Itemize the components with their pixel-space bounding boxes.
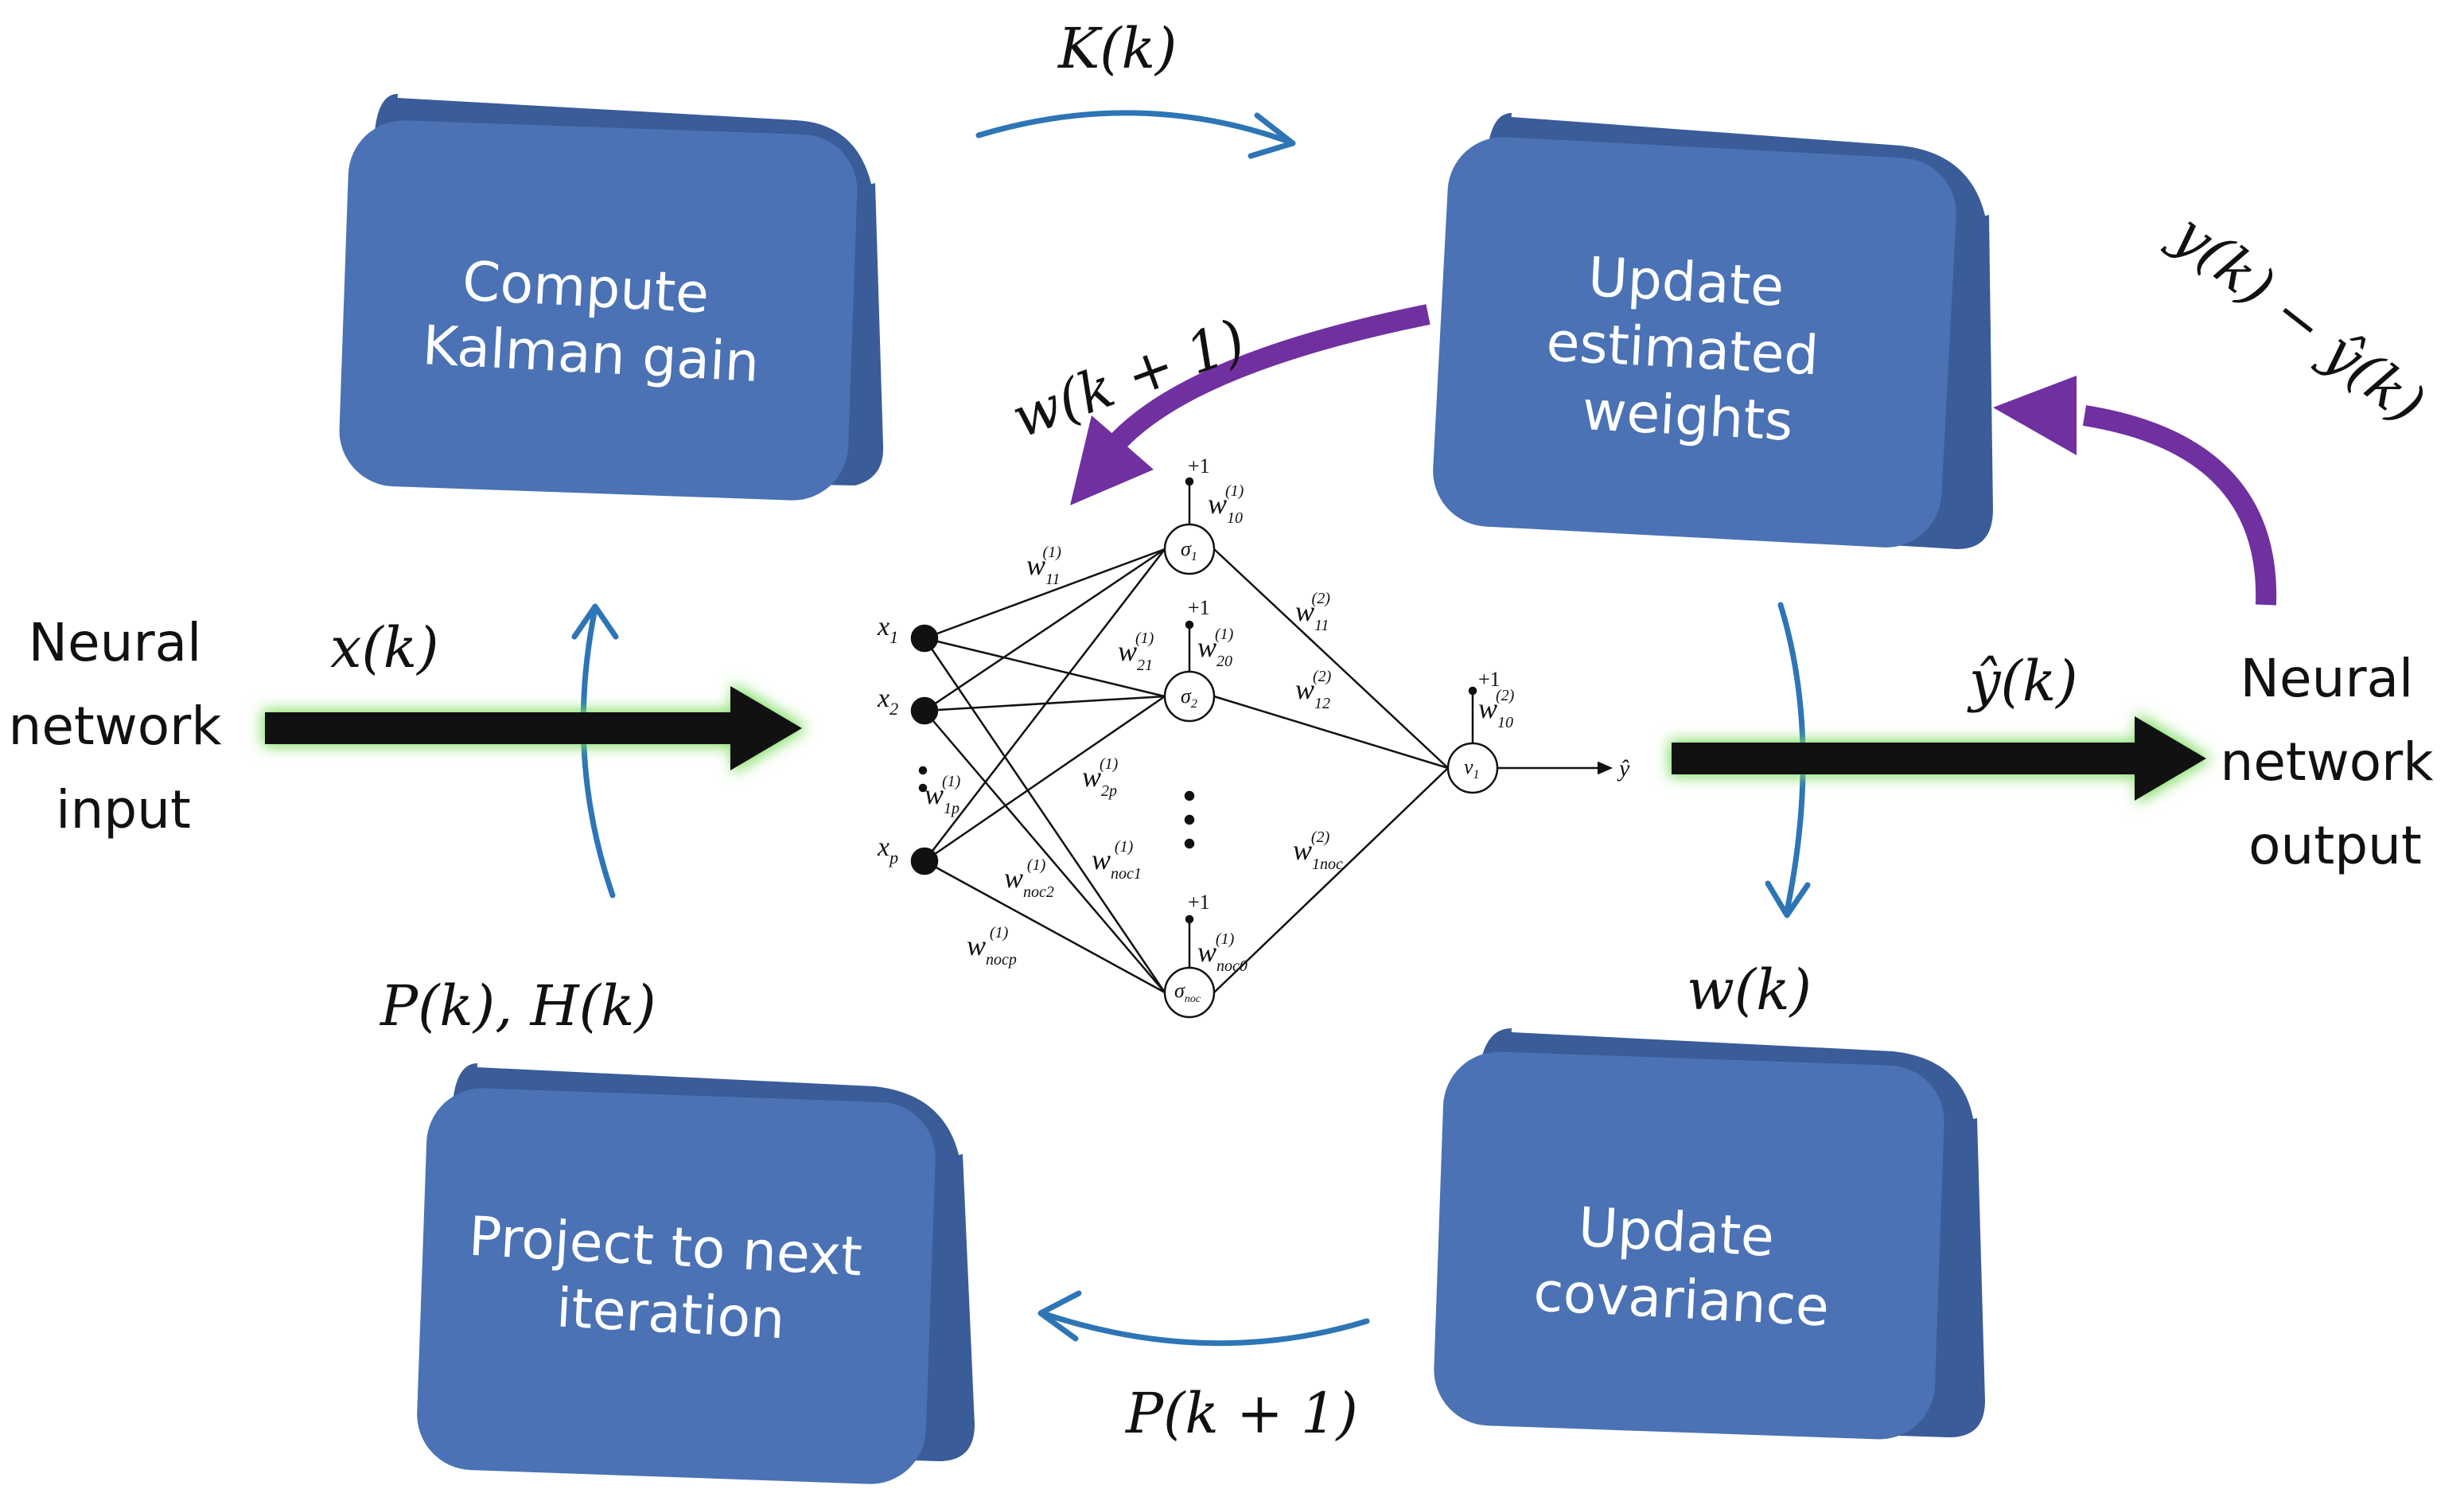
neural-network-schematic (910, 477, 1613, 1019)
hidden-node (1163, 670, 1216, 723)
svg-text:x2: x2 (877, 684, 898, 719)
box-text-line: iteration (555, 1277, 786, 1351)
arrowhead-error (1993, 376, 2077, 455)
arrowhead-p-next (1037, 1290, 1082, 1342)
svg-text:wnoc1(1): wnoc1(1) (1092, 838, 1142, 883)
input-arrow (263, 683, 808, 774)
label-p-next: P(k + 1) (1124, 1381, 1358, 1446)
box-update-estimated-weights: Update estimated weights (1433, 109, 1993, 549)
neural-network-output-label: Neural network output (2220, 648, 2450, 876)
arrow-error (2082, 405, 2277, 606)
arrowhead-p-h (571, 603, 619, 640)
svg-text:+1: +1 (1188, 891, 1210, 914)
svg-text:xp: xp (877, 832, 898, 867)
arrow-project-to-kalman (580, 606, 616, 899)
hidden-node (1163, 523, 1216, 575)
input-node (910, 624, 939, 653)
svg-text:w12(2): w12(2) (1295, 668, 1332, 712)
svg-text:w1p(1): w1p(1) (924, 773, 961, 817)
svg-text:w11(2): w11(2) (1295, 590, 1330, 634)
cycle-arrows (571, 110, 1811, 1347)
label-w: w(k) (1687, 957, 1812, 1023)
input-node (910, 696, 939, 725)
svg-text:Update covariance: Update covariance (1532, 1194, 1835, 1339)
svg-text:+1: +1 (1188, 596, 1210, 619)
hidden-node (1163, 966, 1216, 1019)
label-x: x(k) (330, 615, 439, 680)
svg-text:w20(1): w20(1) (1197, 626, 1234, 670)
svg-text:w21(1): w21(1) (1118, 630, 1154, 674)
svg-text:σ1: σ1 (1181, 537, 1197, 563)
svg-text:v1: v1 (1464, 755, 1480, 782)
purple-arrows (1070, 304, 2277, 606)
box-compute-kalman-gain: Compute Kalman gain (339, 90, 884, 501)
arrow-w-next (1110, 304, 1431, 450)
svg-text:w10(1): w10(1) (1208, 482, 1244, 527)
node-labels: x1 x2 xp σ1 σ2 σnoc v1 ŷ +1 +1 +1 +1 (877, 454, 1630, 1005)
svg-text:w11(1): w11(1) (1026, 544, 1061, 588)
label-y-hat: ŷ(k) (1967, 649, 2078, 714)
arrow-k-to-update (975, 110, 1292, 145)
arrowhead-k (1248, 112, 1296, 159)
svg-text:+1: +1 (1478, 668, 1501, 691)
svg-text:σ2: σ2 (1181, 684, 1197, 711)
neural-network-input-label: Neural network input (8, 612, 238, 840)
svg-text:+1: +1 (1188, 454, 1210, 478)
output-arrow (1669, 713, 2212, 804)
arrow-cov-to-project (1039, 1310, 1370, 1347)
svg-text:ŷ: ŷ (1617, 755, 1630, 782)
svg-text:σnoc: σnoc (1174, 979, 1201, 1005)
box-text-line: Compute (461, 250, 710, 326)
output-node (1446, 742, 1499, 794)
box-text-line: Update (1586, 246, 1785, 319)
label-error: y(k) − ŷ(k) (2159, 200, 2437, 437)
svg-text:wnoc0(1): wnoc0(1) (1197, 930, 1248, 975)
svg-text:w1noc(2): w1noc(2) (1293, 828, 1343, 873)
svg-text:wnoc2(1): wnoc2(1) (1004, 856, 1054, 901)
box-update-covariance: Update covariance (1434, 1024, 1985, 1440)
weight-labels: w11(1) w21(1) w1p(1) w2p(1) wnoc2(1) wno… (924, 482, 1515, 975)
svg-text:Project to next iteratio: Project to next iteration (464, 1206, 881, 1357)
label-k-gain: K(k) (1057, 16, 1177, 81)
label-p-h: P(k), H(k) (379, 973, 656, 1039)
arrowhead-w (1765, 880, 1811, 918)
arrowhead-w-next (1070, 415, 1154, 505)
svg-text:wnocp(1): wnocp(1) (967, 924, 1017, 969)
svg-text:w10(2): w10(2) (1478, 687, 1515, 731)
box-text-line: Update (1577, 1196, 1776, 1269)
box-project-next-iteration: Project to next iteration (417, 1059, 975, 1484)
box-text-line: estimated (1545, 311, 1820, 388)
svg-text:x1: x1 (877, 612, 898, 647)
input-node (910, 847, 939, 875)
svg-text:w2p(1): w2p(1) (1082, 755, 1119, 800)
box-text-line: weights (1581, 380, 1794, 454)
box-text-line: covariance (1532, 1261, 1831, 1339)
svg-text:Update estimated w: Update estimated weights (1541, 244, 1840, 456)
